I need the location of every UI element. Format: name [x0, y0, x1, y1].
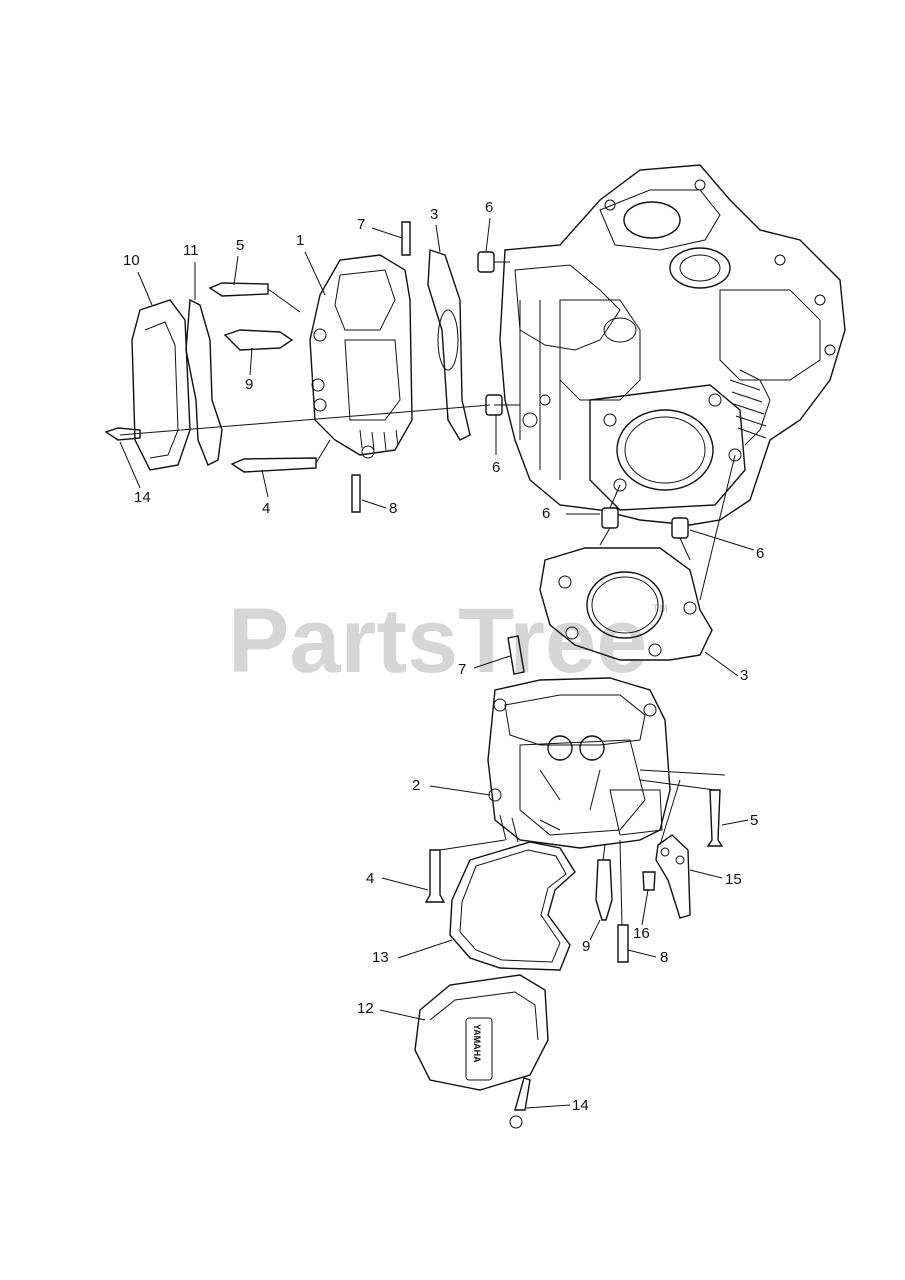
dowel-pin-lower-a — [601, 507, 619, 529]
callout-leader-c12a — [379, 1009, 426, 1021]
callout-label-c7b: 7 — [458, 661, 466, 678]
callout-leader-c7a — [371, 227, 403, 239]
cover-brand-plate — [465, 1017, 493, 1081]
callout-leader-c8b — [627, 949, 657, 958]
watermark-trademark: TM — [652, 603, 668, 615]
cover-brand-text: YAMAHA — [472, 1024, 482, 1063]
callout-leader-c1a — [304, 251, 326, 296]
stud-upper-7 — [401, 221, 411, 256]
callout-leader-c14a — [119, 441, 141, 489]
bolt-upper-14 — [104, 427, 141, 441]
callout-label-c6c: 6 — [542, 505, 550, 522]
callout-label-c3b: 3 — [740, 667, 748, 684]
bolt-upper-5 — [208, 282, 269, 297]
callout-label-c10a: 10 — [123, 252, 140, 269]
cover-gasket-lower — [449, 841, 576, 971]
bolt-lower-14 — [514, 1077, 531, 1111]
spark-plug-lower — [595, 859, 613, 921]
callout-leader-c5a — [233, 255, 239, 286]
callout-leader-c8a — [361, 499, 387, 509]
callout-label-c12a: 12 — [357, 1000, 374, 1017]
callout-leader-c3b — [704, 651, 739, 677]
callout-label-c5a: 5 — [236, 237, 244, 254]
stud-lower-8 — [617, 924, 629, 963]
spark-plug-upper — [223, 329, 294, 351]
stud-upper-8 — [351, 474, 361, 513]
callout-label-c5b: 5 — [750, 812, 758, 829]
callout-leader-c16a — [641, 889, 649, 926]
bolt-upper-4 — [230, 457, 317, 473]
callout-label-c13a: 13 — [372, 949, 389, 966]
callout-leader-c4a — [261, 469, 269, 498]
callout-label-c1a: 1 — [296, 232, 304, 249]
callout-label-c16a: 16 — [633, 925, 650, 942]
callout-leader-c14b — [525, 1104, 571, 1109]
callout-label-c6b: 6 — [492, 459, 500, 476]
head-gasket-upper — [427, 249, 471, 441]
callout-leader-c2a — [429, 785, 491, 796]
callout-label-c14b: 14 — [572, 1097, 589, 1114]
callout-label-c8a: 8 — [389, 500, 397, 517]
callout-label-c3a: 3 — [430, 206, 438, 223]
bolt-lower-5 — [706, 789, 724, 847]
callout-label-c15a: 15 — [725, 871, 742, 888]
head-cover-lower — [414, 974, 549, 1091]
callout-leader-c13a — [397, 939, 453, 959]
head-cover-upper — [131, 299, 191, 471]
callout-leader-c6a — [485, 217, 491, 253]
cover-gasket-upper — [185, 298, 223, 466]
callout-leader-c4b — [381, 877, 429, 891]
callout-leader-c5b — [721, 819, 749, 826]
bolt-16 — [642, 871, 656, 891]
callout-label-c9a: 9 — [245, 376, 253, 393]
bolt-lower-4 — [424, 849, 446, 903]
callout-leader-c9a — [249, 347, 253, 376]
head-gasket-lower — [539, 547, 713, 661]
callout-label-c8b: 8 — [660, 949, 668, 966]
callout-leader-c6d — [689, 529, 755, 551]
dowel-pin-lower-b — [671, 517, 689, 539]
callout-label-c2a: 2 — [412, 777, 420, 794]
callout-leader-c15a — [689, 869, 723, 879]
callout-label-c7a: 7 — [357, 216, 365, 233]
dowel-pin-upper-a — [477, 251, 495, 273]
callout-label-c14a: 14 — [134, 489, 151, 506]
callout-layer: 10 11 5 1 7 3 6 9 6 14 4 8 6 6 7 3 2 5 15 4 16 9 13 8 12 14 — [119, 199, 764, 1114]
callout-label-c6d: 6 — [756, 545, 764, 562]
callout-label-c6a: 6 — [485, 199, 493, 216]
watermark-text: PartsTree — [228, 590, 647, 692]
stud-lower-7 — [507, 635, 525, 675]
callout-label-c4b: 4 — [366, 870, 374, 887]
callout-leader-c7b — [473, 655, 511, 669]
callout-leader-c10a — [137, 271, 153, 306]
callout-leader-c3a — [435, 224, 441, 253]
crankcase-assembly — [499, 164, 846, 526]
callout-label-c11a: 11 — [183, 242, 199, 259]
bracket-15 — [655, 834, 691, 919]
callout-label-c4a: 4 — [262, 500, 270, 517]
callout-label-c9b: 9 — [582, 938, 590, 955]
callout-leader-c9b — [589, 919, 601, 941]
